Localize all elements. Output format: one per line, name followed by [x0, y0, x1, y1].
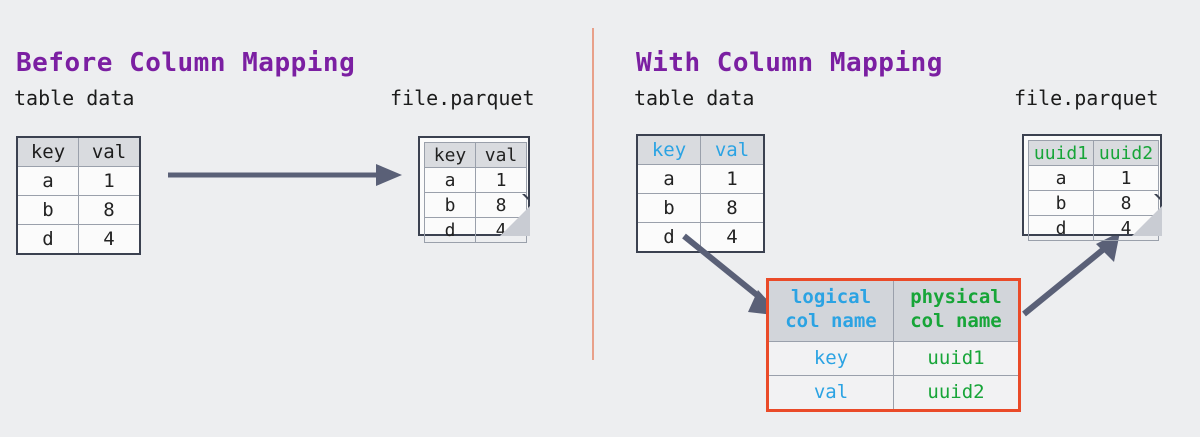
- caption-table-data-right: table data: [634, 86, 755, 110]
- cell-val: 4: [78, 224, 141, 255]
- cell-val: 1: [700, 164, 765, 194]
- physical-header-line2: col name: [910, 309, 1002, 332]
- file-parquet-right: uuid1 uuid2 a 1 b 8 d 4: [1022, 134, 1162, 241]
- cell-key: a: [16, 166, 79, 196]
- table-row-header: key val: [424, 142, 527, 168]
- cell-key: b: [16, 195, 79, 225]
- table-row: b 8: [1028, 190, 1159, 216]
- cell-uuid1: d: [1028, 215, 1094, 241]
- column-mapping-table: logical col name physical col name key u…: [766, 278, 1021, 412]
- cell-uuid2: 1: [1093, 165, 1159, 191]
- cell-physical-name: uuid1: [893, 340, 1020, 376]
- table-data-left: key val a 1 b 8 d 4: [16, 136, 141, 255]
- logical-header-line2: col name: [785, 309, 877, 332]
- column-header-uuid2: uuid2: [1093, 140, 1159, 166]
- table-row-header: uuid1 uuid2: [1028, 140, 1159, 166]
- cell-key: a: [636, 164, 701, 194]
- page-title-before: Before Column Mapping: [16, 48, 356, 79]
- cell-key: d: [424, 217, 476, 243]
- table-row: a 1: [1028, 165, 1159, 191]
- table-row-header: logical col name physical col name: [767, 279, 1020, 342]
- table-row: val uuid2: [767, 374, 1020, 411]
- column-header-key: key: [16, 136, 79, 167]
- page-title-with: With Column Mapping: [636, 48, 943, 79]
- table-row: a 1: [636, 164, 765, 194]
- cell-key: b: [636, 193, 701, 223]
- cell-logical-name: val: [767, 374, 894, 411]
- column-header-key: key: [636, 134, 701, 165]
- table-row-header: key val: [16, 136, 141, 167]
- cell-logical-name: key: [767, 340, 894, 376]
- table-row-header: key val: [636, 134, 765, 165]
- cell-key: d: [16, 224, 79, 255]
- column-header-logical-col-name: logical col name: [767, 279, 894, 342]
- physical-header-line1: physical: [910, 286, 1002, 308]
- table-row: a 1: [16, 166, 141, 196]
- column-header-val: val: [475, 142, 527, 168]
- caption-file-parquet-left: file.parquet: [390, 86, 535, 110]
- page-fold-icon: [1132, 206, 1162, 236]
- column-header-val: val: [700, 134, 765, 165]
- cell-val: 1: [475, 167, 527, 193]
- cell-uuid1: b: [1028, 190, 1094, 216]
- column-header-key: key: [424, 142, 476, 168]
- cell-val: 8: [78, 195, 141, 225]
- cell-val: 4: [700, 222, 765, 253]
- table-row: b 8: [16, 195, 141, 225]
- column-header-uuid1: uuid1: [1028, 140, 1094, 166]
- table-row: a 1: [424, 167, 527, 193]
- table-data-right: key val a 1 b 8 d 4: [636, 134, 765, 253]
- caption-table-data-left: table data: [14, 86, 135, 110]
- file-table-left: key val a 1 b 8 d 4: [424, 142, 527, 243]
- cell-val: 8: [700, 193, 765, 223]
- cell-uuid1: a: [1028, 165, 1094, 191]
- cell-key: a: [424, 167, 476, 193]
- file-parquet-left: key val a 1 b 8 d 4: [418, 136, 530, 243]
- logical-header-line1: logical: [790, 286, 872, 308]
- table-row: b 8: [636, 193, 765, 223]
- page-fold-icon: [500, 206, 530, 236]
- column-header-physical-col-name: physical col name: [893, 279, 1020, 342]
- cell-val: 1: [78, 166, 141, 196]
- cell-key: b: [424, 192, 476, 218]
- panel-divider: [592, 28, 594, 360]
- table-row: d 4: [16, 224, 141, 255]
- caption-file-parquet-right: file.parquet: [1014, 86, 1159, 110]
- cell-physical-name: uuid2: [893, 374, 1020, 411]
- arrow-table-to-file-left: [168, 164, 402, 186]
- file-table-right: uuid1 uuid2 a 1 b 8 d 4: [1028, 140, 1159, 241]
- table-row: key uuid1: [767, 340, 1020, 376]
- column-header-val: val: [78, 136, 141, 167]
